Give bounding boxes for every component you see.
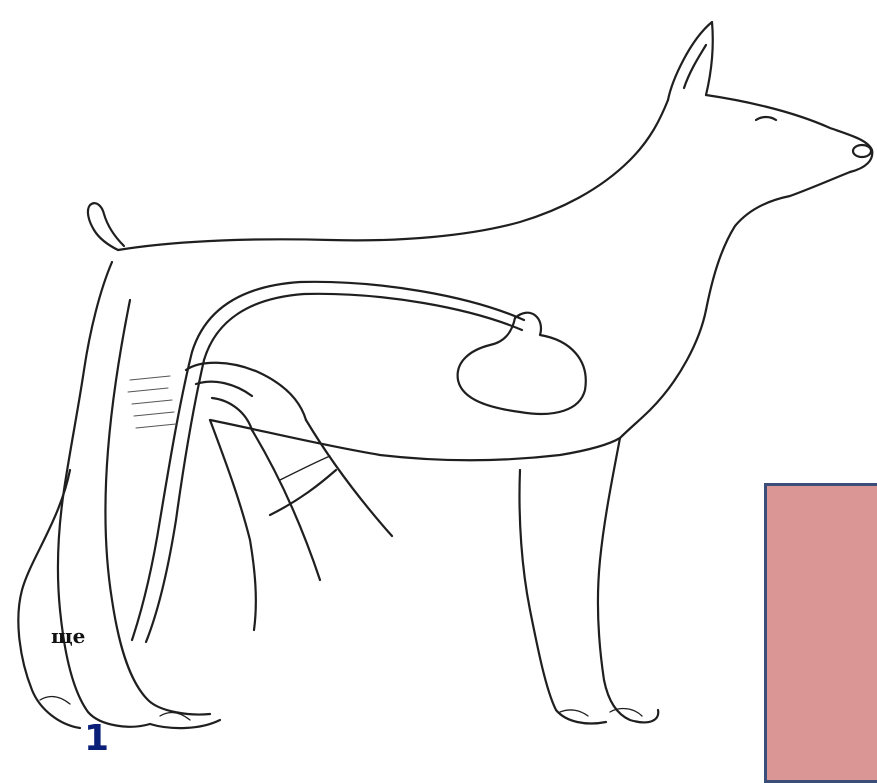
caption-box: [764, 483, 877, 783]
dog-body: [18, 22, 872, 728]
stomach: [458, 313, 586, 414]
feeding-tube: [132, 282, 524, 642]
caption-partial-number: 1: [84, 718, 109, 759]
caption-partial-word: ще: [51, 624, 85, 648]
dog-illustration: [0, 0, 877, 759]
